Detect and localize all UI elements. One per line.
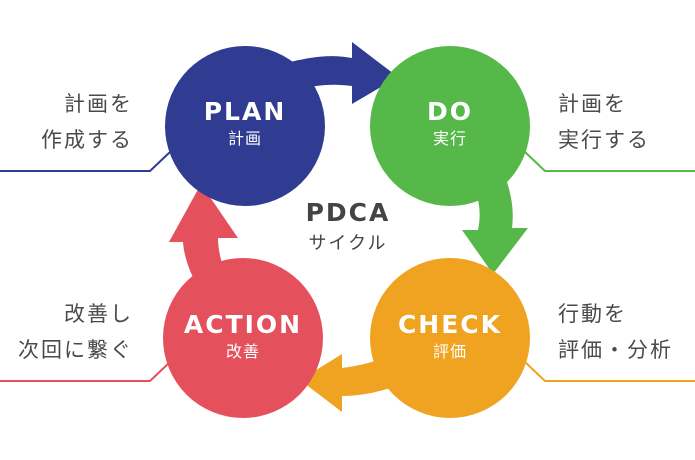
do-description-line: 計画を: [558, 92, 627, 116]
center-title: PDCA: [305, 198, 391, 227]
do-circle: [370, 46, 530, 206]
check-description-line: 評価・分析: [558, 338, 673, 362]
check-name-ja: 評価: [432, 342, 467, 361]
center-label: PDCA サイクル: [278, 196, 418, 258]
do-name: DO: [426, 97, 473, 126]
plan-name: PLAN: [203, 97, 287, 126]
do-connector-line: [524, 151, 695, 172]
do-label: DO 実行: [365, 97, 535, 151]
check-label: CHECK 評価: [365, 310, 535, 364]
action-description: 改善し 次回に繋ぐ: [18, 296, 133, 368]
center-subtitle: サイクル: [308, 233, 388, 254]
check-connector-line: [524, 361, 695, 382]
plan-circle: [165, 46, 325, 206]
check-description: 行動を 評価・分析: [558, 296, 673, 368]
check-circle: [370, 258, 530, 418]
do-description-line: 実行する: [558, 128, 650, 152]
plan-connector-line: [0, 151, 171, 172]
action-description-line: 改善し: [64, 302, 133, 326]
action-name: ACTION: [183, 310, 303, 339]
plan-to-do-arrow: [290, 42, 398, 104]
do-description: 計画を 実行する: [558, 86, 650, 158]
plan-label: PLAN 計画: [160, 97, 330, 151]
do-name-ja: 実行: [432, 129, 467, 148]
action-connector-line: [0, 361, 171, 382]
action-circle: [163, 258, 323, 418]
plan-description: 計画を 作成する: [41, 86, 133, 158]
action-label: ACTION 改善: [158, 310, 328, 364]
action-description-line: 次回に繋ぐ: [18, 338, 133, 362]
plan-description-line: 計画を: [64, 92, 133, 116]
check-name: CHECK: [397, 310, 503, 339]
plan-description-line: 作成する: [41, 128, 133, 152]
check-description-line: 行動を: [558, 302, 627, 326]
plan-name-ja: 計画: [227, 129, 262, 148]
action-name-ja: 改善: [225, 342, 260, 361]
